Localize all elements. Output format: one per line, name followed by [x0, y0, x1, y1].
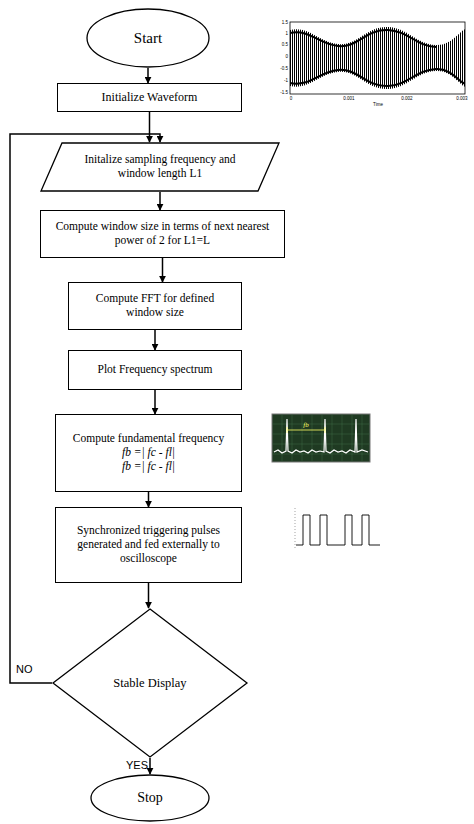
trigger-pulses	[295, 508, 380, 550]
node-text: Stable Display	[113, 676, 186, 691]
spectrum-display: fb	[272, 414, 370, 462]
node-text: Start	[134, 29, 162, 47]
process-box: Synchronized triggering pulses generated…	[55, 507, 242, 583]
flow-arrow	[147, 68, 149, 83]
formula-text: fb =| fc - fl|	[122, 460, 175, 474]
waveform-plot: 1.5 1 0.5 0 -0.5 -1 -1.5 0 0.001 0.002 0…	[280, 20, 468, 107]
node-text: Initalize sampling frequency and window …	[74, 153, 246, 181]
process-box: Compute fundamental frequencyfb =| fc - …	[55, 414, 242, 492]
flow-arrow	[148, 583, 150, 608]
flow-arrow	[154, 390, 156, 414]
flow-arrow	[159, 192, 161, 210]
node-text: Stop	[137, 790, 163, 807]
node-text: Initialize Waveform	[102, 90, 198, 104]
tick-label: 0.001	[343, 96, 355, 101]
input-parallelogram: Initalize sampling frequency and window …	[40, 142, 280, 192]
tick-label: 1.5	[282, 20, 289, 25]
terminal-ellipse: Stop	[90, 774, 210, 822]
edge-label: NO	[16, 663, 33, 675]
decision-diamond: Stable Display	[52, 608, 248, 758]
process-box: Compute FFT for defined window size	[68, 282, 242, 330]
node-text: Compute window size in terms of next nea…	[51, 220, 274, 248]
process-box: Plot Frequency spectrum	[68, 350, 242, 390]
flow-arrow	[162, 258, 164, 282]
flow-arrow	[149, 758, 151, 774]
tick-label: 1	[285, 31, 288, 36]
node-text: Synchronized triggering pulses generated…	[66, 524, 231, 565]
tick-label: 0.002	[401, 96, 413, 101]
formula-text: fb =| fc - fl|	[122, 446, 175, 460]
tick-label: -0.5	[280, 66, 288, 71]
tick-label: -1.5	[280, 90, 288, 95]
axis-label: Time	[373, 102, 383, 107]
tick-label: 0	[285, 54, 288, 59]
flow-arrow	[154, 330, 156, 350]
spectrum-annotation: fb	[303, 421, 309, 429]
flow-arrow	[149, 112, 151, 142]
edge-label: YES	[126, 759, 148, 771]
flow-arrow	[148, 492, 150, 507]
process-box: Initialize Waveform	[57, 83, 242, 112]
tick-label: -1	[284, 78, 288, 83]
terminal-ellipse: Start	[86, 8, 210, 68]
tick-label: 0.5	[282, 42, 289, 47]
process-box: Compute window size in terms of next nea…	[40, 210, 285, 258]
tick-label: 0	[290, 96, 293, 101]
node-text: Plot Frequency spectrum	[98, 363, 213, 377]
node-text: Compute fundamental frequency	[73, 432, 224, 446]
tick-label: 0.003	[456, 96, 468, 101]
node-text: Compute FFT for defined window size	[83, 292, 227, 320]
